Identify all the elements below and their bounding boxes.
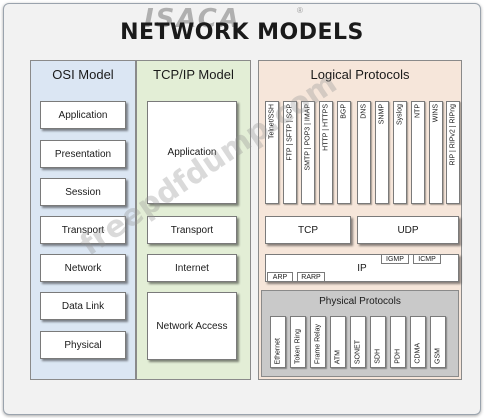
physical-sonet: SONET (350, 316, 366, 368)
osi-layer-data-link: Data Link (40, 292, 126, 320)
osi-layer-physical: Physical (40, 331, 126, 359)
protocol-smtp-pop3-imap: SMTP | POP3 | IMAP (301, 101, 315, 204)
physical-protocols-panel: Physical Protocols Ethernet Token Ring F… (261, 290, 459, 377)
isaca-logo: ISACA (144, 4, 241, 34)
protocol-ftp-sftp-scp: FTP | SFTP | SCP (283, 101, 297, 204)
osi-model-column: OSI Model Application Presentation Sessi… (30, 60, 136, 380)
physical-protocols-title: Physical Protocols (319, 296, 401, 307)
protocol-snmp: SNMP (375, 101, 389, 204)
physical-frame-relay: Frame Relay (310, 316, 326, 368)
protocol-http-https: HTTP | HTTPS (319, 101, 333, 204)
physical-atm: ATM (330, 316, 346, 368)
protocol-dns: DNS (357, 101, 371, 204)
physical-token-ring: Token Ring (290, 316, 306, 368)
osi-layer-network: Network (40, 254, 126, 282)
protocol-arp: ARP (267, 272, 293, 282)
osi-layer-presentation: Presentation (40, 140, 126, 168)
physical-pdh: PDH (390, 316, 406, 368)
osi-layer-session: Session (40, 178, 126, 206)
osi-layer-transport: Transport (40, 216, 126, 244)
protocol-udp: UDP (357, 216, 459, 244)
tcpip-model-title: TCP/IP Model (153, 67, 234, 82)
osi-layer-application: Application (40, 101, 126, 129)
logical-protocols-title: Logical Protocols (310, 67, 410, 82)
tcpip-layer-transport: Transport (147, 216, 237, 244)
diagram-frame: ISACA ® NETWORK MODELS OSI Model Applica… (3, 3, 481, 415)
protocol-rarp: RARP (297, 272, 325, 282)
physical-gsm: GSM (430, 316, 446, 368)
protocol-rip: RIP | RIPv2 | RIPng (446, 101, 460, 204)
tcpip-layer-internet: Internet (147, 254, 237, 282)
tcpip-layer-network-access: Network Access (147, 292, 237, 360)
protocol-tcp: TCP (265, 216, 351, 244)
protocol-igmp: IGMP (381, 254, 409, 264)
tcpip-layer-application: Application (147, 101, 237, 204)
protocol-wins: WINS (429, 101, 443, 204)
registered-mark: ® (297, 6, 303, 15)
protocol-syslog: Syslog (393, 101, 407, 204)
protocol-bgp: BGP (337, 101, 351, 204)
protocol-ntp: NTP (411, 101, 425, 204)
physical-ethernet: Ethernet (270, 316, 286, 368)
osi-model-title: OSI Model (52, 67, 114, 82)
physical-cdma: CDMA (410, 316, 426, 368)
tcpip-model-column: TCP/IP Model Application Transport Inter… (136, 60, 251, 380)
protocol-telnet-ssh: Telnet/SSH (265, 101, 279, 204)
diagram-title: NETWORK MODELS (120, 20, 364, 45)
physical-sdh: SDH (370, 316, 386, 368)
protocol-icmp: ICMP (413, 254, 441, 264)
